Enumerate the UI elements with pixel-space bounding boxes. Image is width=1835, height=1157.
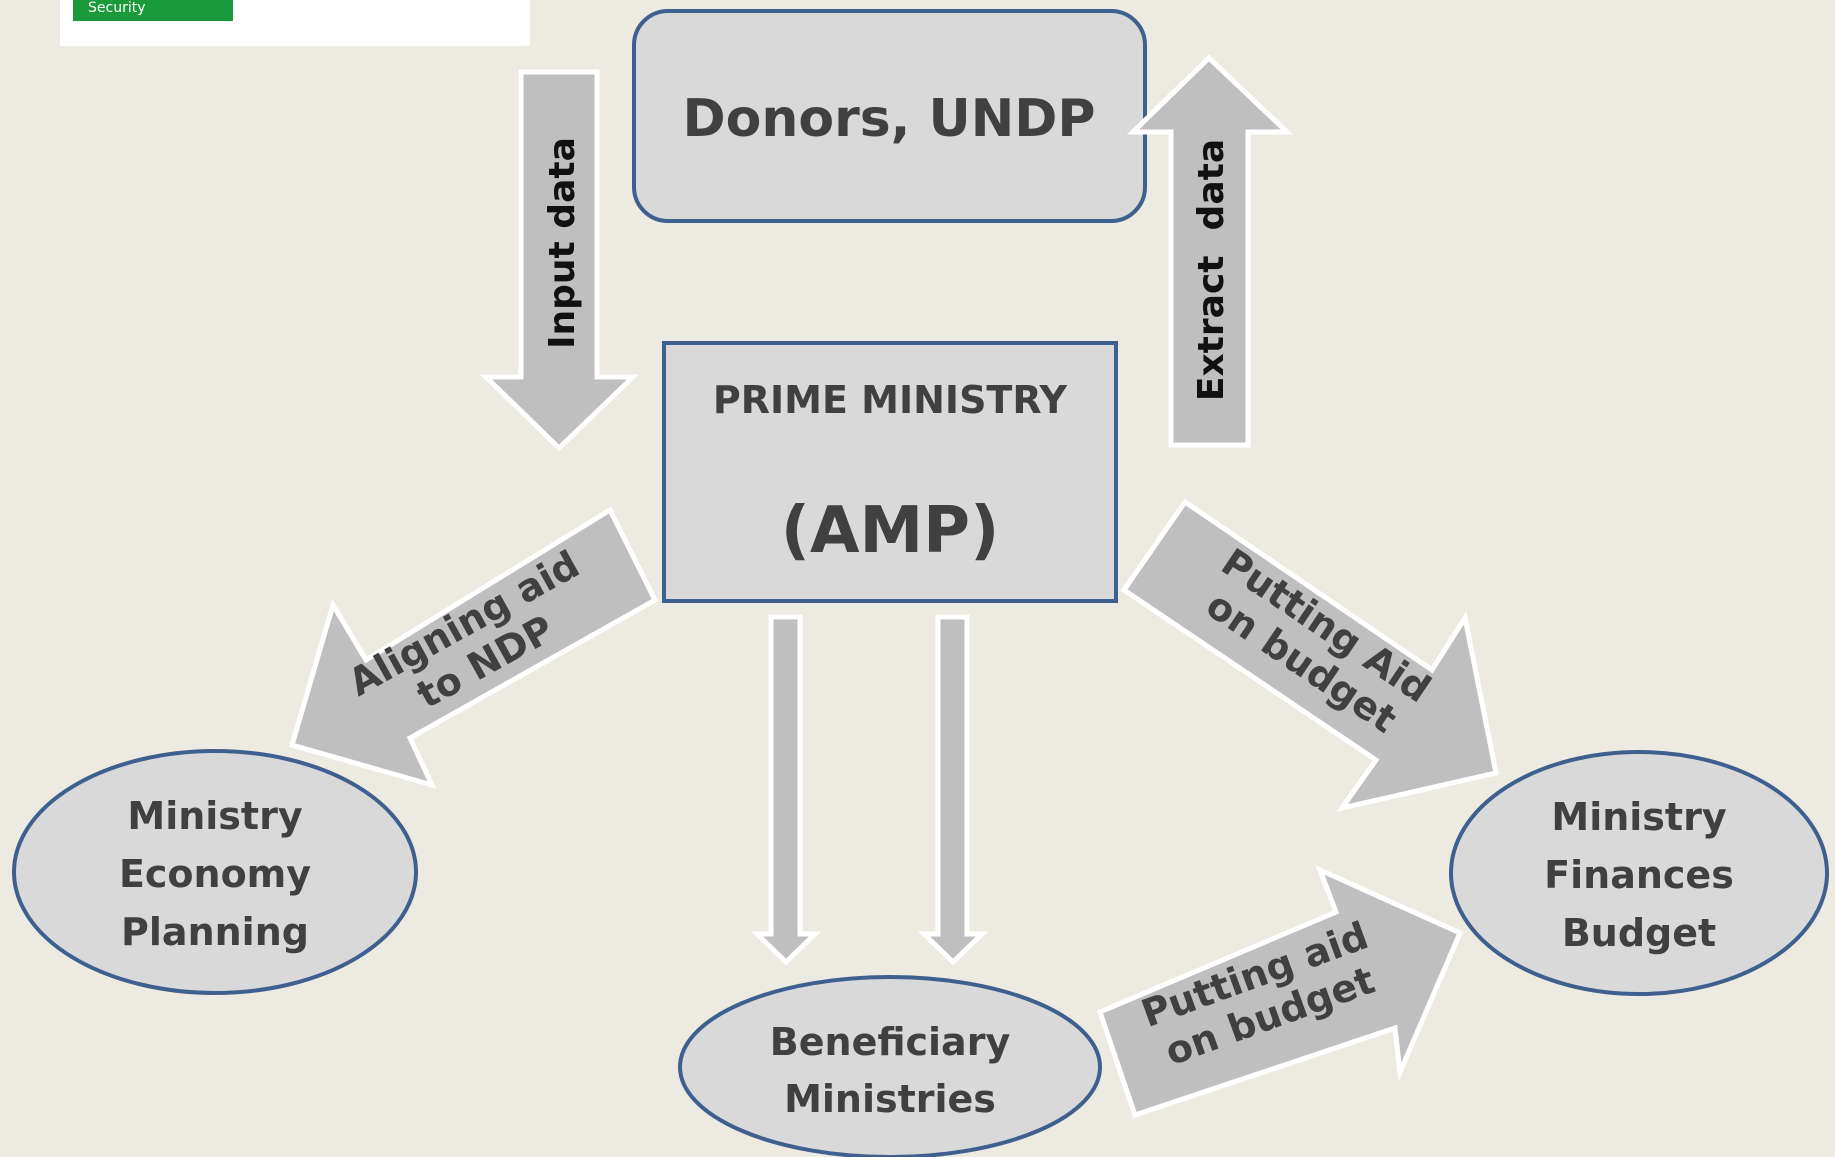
input-data-arrow-shape: [479, 69, 640, 452]
logo-badge: [73, 0, 233, 21]
ministry-finances-node: Ministry Finances Budget: [1449, 750, 1829, 996]
prime-ministry-box: [662, 341, 1118, 603]
putting-aid-top-arrow-shape: [1120, 498, 1499, 812]
ministry-economy-node: Ministry Economy Planning: [12, 749, 418, 995]
ministry-economy-line1: Ministry: [127, 794, 302, 838]
to-beneficiary-arrow-left: [750, 614, 822, 966]
beneficiary-node: Beneficiary Ministries: [678, 975, 1102, 1157]
beneficiary-line2: Ministries: [784, 1077, 996, 1121]
ministry-economy-line3: Planning: [121, 910, 309, 954]
input-data-arrow: Input data: [479, 69, 640, 452]
ministry-finances-line1: Ministry: [1551, 795, 1726, 839]
ministry-economy-ellipse: [12, 749, 418, 995]
ministry-finances-ellipse: [1449, 750, 1829, 996]
donors-box: [632, 9, 1147, 223]
ministry-finances-line2: Finances: [1544, 853, 1734, 897]
extract-data-arrow-shape: [1126, 54, 1294, 448]
aligning-aid-arrow-shape: [288, 506, 659, 789]
donors-label: Donors, UNDP: [682, 89, 1095, 149]
prime-ministry-title: PRIME MINISTRY: [713, 378, 1068, 422]
ministry-finances-line3: Budget: [1562, 911, 1716, 955]
putting-aid-bottom-arrow-shape: [1096, 865, 1464, 1119]
beneficiary-ellipse: [678, 975, 1102, 1157]
beneficiary-line1: Beneficiary: [770, 1020, 1011, 1064]
logo: Security: [60, 0, 530, 46]
donors-node: Donors, UNDP: [632, 9, 1147, 223]
to-beneficiary-arrow-right: [917, 614, 989, 966]
extract-data-label: Extract data: [1191, 139, 1232, 401]
to-beneficiary-arrows: [750, 614, 989, 966]
prime-ministry-amp: (AMP): [781, 494, 1000, 568]
prime-ministry-node: PRIME MINISTRY (AMP): [662, 341, 1118, 603]
logo-badge-text: Security: [88, 0, 146, 16]
ministry-economy-line2: Economy: [119, 852, 311, 896]
input-data-label: Input data: [542, 137, 583, 349]
extract-data-arrow: Extract data: [1126, 54, 1294, 448]
